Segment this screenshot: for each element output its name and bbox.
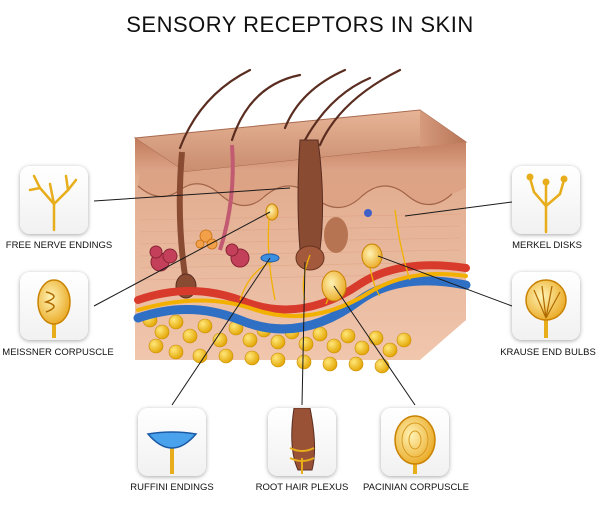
free-nerve-endings-icon bbox=[28, 174, 78, 232]
label-merkel-disks: MERKEL DISKS bbox=[512, 240, 582, 251]
sebaceous-gland bbox=[324, 217, 348, 253]
root-hair-plexus-icon bbox=[289, 408, 316, 474]
card-merkel-disks bbox=[512, 166, 580, 234]
sweat-glands bbox=[149, 243, 250, 272]
label-free-nerve-endings: FREE NERVE ENDINGS bbox=[5, 240, 113, 251]
card-pacinian-corpuscle bbox=[381, 408, 449, 476]
label-meissner-corpuscle: MEISSNER CORPUSCLE bbox=[2, 347, 114, 358]
card-meissner-corpuscle bbox=[20, 272, 88, 340]
card-ruffini-endings bbox=[138, 408, 206, 476]
vein bbox=[133, 276, 471, 334]
label-pacinian-corpuscle: PACINIAN CORPUSCLE bbox=[363, 482, 469, 493]
leader-lines bbox=[93, 187, 513, 406]
card-krause-end-bulbs bbox=[512, 272, 580, 340]
label-krause-end-bulbs: KRAUSE END BULBS bbox=[500, 347, 596, 358]
merkel-disks-icon bbox=[526, 173, 568, 234]
nerve-fiber bbox=[136, 272, 468, 318]
label-ruffini-endings: RUFFINI ENDINGS bbox=[130, 482, 214, 493]
meissner-in-skin bbox=[265, 203, 279, 221]
krause-in-skin bbox=[361, 243, 383, 269]
card-root-hair-plexus bbox=[268, 408, 336, 476]
artery bbox=[134, 261, 470, 314]
hair-follicle bbox=[297, 139, 324, 260]
ruffini-endings-icon bbox=[146, 431, 198, 474]
card-free-nerve-endings bbox=[20, 166, 88, 234]
label-root-hair-plexus: ROOT HAIR PLEXUS bbox=[255, 482, 349, 493]
krause-end-bulbs-icon bbox=[525, 279, 567, 338]
meissner-corpuscle-icon bbox=[37, 279, 71, 338]
diagram-title: SENSORY RECEPTORS IN SKIN bbox=[126, 12, 474, 37]
hairs bbox=[178, 68, 402, 150]
pacinian-corpuscle-icon bbox=[394, 415, 436, 474]
epidermis-border bbox=[138, 172, 466, 208]
